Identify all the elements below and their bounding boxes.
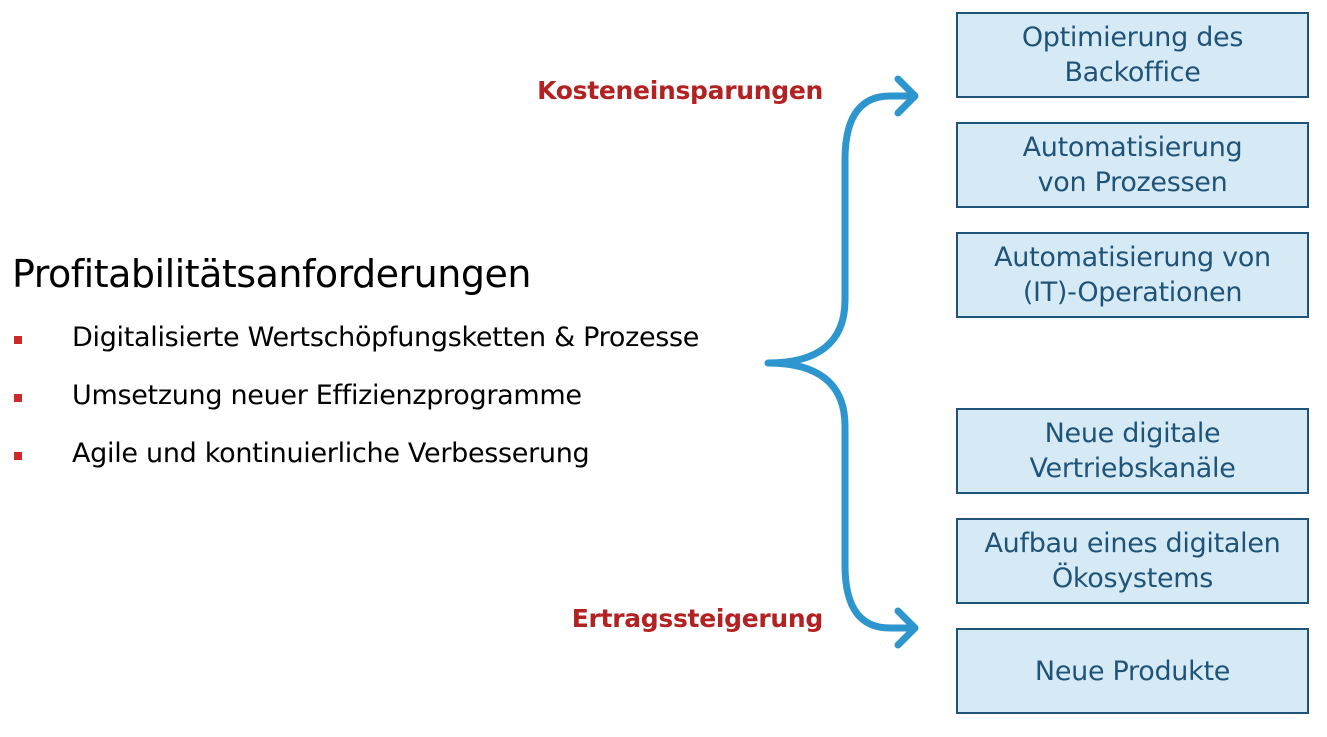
outcome-box-backoffice: Optimierung des Backoffice (956, 12, 1309, 98)
outcome-box-label: Aufbau eines digitalen Ökosystems (984, 528, 1281, 594)
square-bullet-icon (14, 452, 22, 460)
outcome-box-digital-sales-channels: Neue digitale Vertriebskanäle (956, 408, 1309, 494)
outcome-box-label: Optimierung des Backoffice (1021, 22, 1244, 88)
outcome-box-new-products: Neue Produkte (956, 628, 1309, 714)
curly-brace (764, 92, 916, 632)
square-bullet-icon (14, 394, 22, 402)
list-item-text: Agile und kontinuierliche Verbesserung (72, 438, 590, 469)
outcome-box-label: Automatisierung von Prozessen (1022, 132, 1243, 198)
outcome-box-label: Automatisierung von (IT)-Operationen (994, 242, 1271, 308)
outcome-box-label: Neue digitale Vertriebskanäle (1029, 418, 1236, 484)
arrowhead-bottom-icon (894, 607, 919, 649)
outcome-box-digital-ecosystem: Aufbau eines digitalen Ökosystems (956, 518, 1309, 604)
arrowhead-top-icon (894, 75, 919, 117)
outcome-box-label: Neue Produkte (1034, 655, 1231, 687)
outcome-box-it-operations: Automatisierung von (IT)-Operationen (956, 232, 1309, 318)
category-label-cost-savings: Kosteneinsparungen (537, 76, 823, 105)
outcome-box-process-automation: Automatisierung von Prozessen (956, 122, 1309, 208)
category-label-revenue-growth: Ertragssteigerung (571, 604, 824, 633)
list-item-text: Umsetzung neuer Effizienzprogramme (72, 380, 582, 411)
list-item-text: Digitalisierte Wertschöpfungsketten & Pr… (72, 322, 700, 353)
square-bullet-icon (14, 336, 22, 344)
main-heading: Profitabilitätsanforderungen (12, 252, 531, 296)
